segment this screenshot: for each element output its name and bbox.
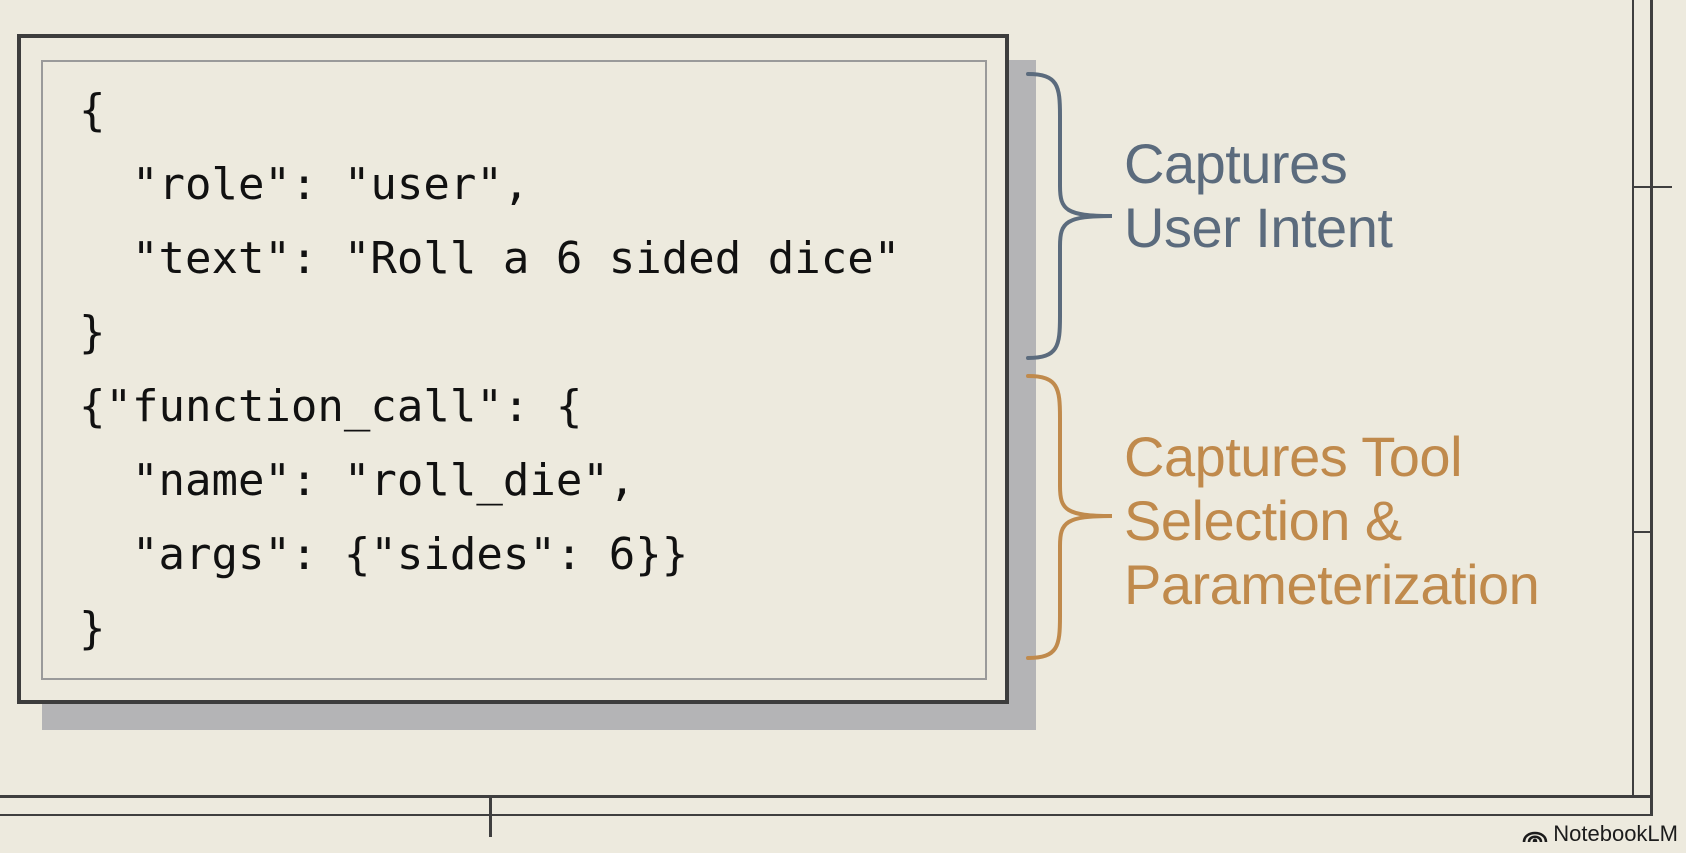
- code-line: }: [79, 307, 106, 358]
- annotation-tool-selection: Captures Tool Selection & Parameterizati…: [1124, 425, 1540, 617]
- notebooklm-logo-icon: [1522, 831, 1548, 843]
- frame-tick-right-1: [1634, 186, 1672, 188]
- frame-tick-bottom: [489, 797, 492, 837]
- annotation-line: Captures: [1124, 132, 1348, 195]
- annotation-line: Captures Tool: [1124, 425, 1463, 488]
- code-line: "text": "Roll a 6 sided dice": [79, 233, 901, 284]
- curly-brace-icon: [1026, 72, 1113, 360]
- code-line: {: [79, 85, 106, 136]
- code-line: "name": "roll_die",: [79, 455, 636, 506]
- code-line: "args": {"sides": 6}}: [79, 529, 689, 580]
- json-code-block: { "role": "user", "text": "Roll a 6 side…: [79, 85, 900, 654]
- annotation-line: User Intent: [1124, 196, 1393, 259]
- annotation-line: Selection &: [1124, 489, 1402, 552]
- notebooklm-watermark: NotebookLM: [1522, 821, 1678, 847]
- curly-brace-icon: [1026, 374, 1113, 660]
- code-card-inner-border: [41, 60, 987, 680]
- code-card: { "role": "user", "text": "Roll a 6 side…: [17, 34, 1009, 704]
- annotation-line: Parameterization: [1124, 553, 1540, 616]
- code-line: }: [79, 603, 106, 654]
- code-line: {"function_call": {: [79, 381, 583, 432]
- frame-line-right-inner: [1632, 0, 1634, 797]
- frame-line-top-bottom-inner: [0, 814, 1652, 816]
- frame-tick-right-2: [1634, 531, 1652, 533]
- frame-line-right-outer: [1650, 0, 1653, 816]
- frame-line-top-bottom: [0, 795, 1652, 798]
- code-line: "role": "user",: [79, 159, 530, 210]
- annotation-user-intent: Captures User Intent: [1124, 132, 1393, 260]
- watermark-text: NotebookLM: [1553, 821, 1678, 846]
